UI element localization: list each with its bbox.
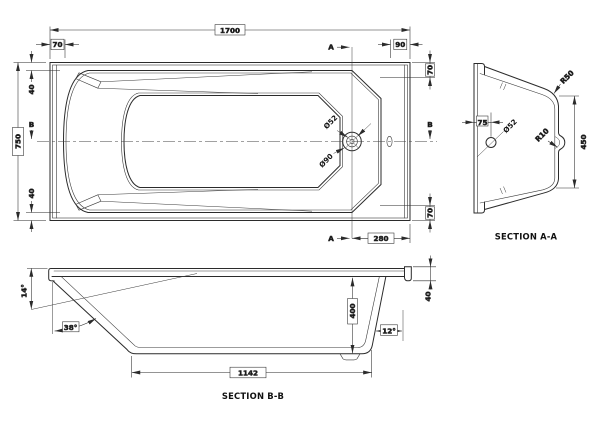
tub-floor-outer-line	[121, 92, 343, 191]
overflow-hole	[386, 136, 393, 148]
dim-foot-rim-bottom-label: 70	[426, 208, 435, 218]
dim-overall-width-label: 750	[14, 134, 23, 149]
dim-aa-overflow-offset: 75	[462, 112, 503, 137]
aa-overflow-hole	[485, 137, 497, 148]
dim-head-rim: 70	[36, 38, 79, 58]
bb-rim-cap-right	[404, 266, 412, 282]
plan-view: 1700 70 A 90 750	[12, 24, 437, 244]
dim-bb-backrest-angle-label: 38°	[64, 323, 78, 332]
section-marker-b-left: B	[28, 120, 35, 139]
dim-side-rim-top: 40	[26, 51, 60, 95]
dim-overall-length-label: 1700	[220, 26, 240, 35]
dim-head-rim-label: 70	[52, 40, 62, 49]
dim-side-rim-bottom: 40	[26, 188, 60, 232]
dim-waste-offset: 280	[352, 224, 411, 244]
dim-overflow-offset-label: 90	[395, 40, 405, 49]
dim-foot-rim-bottom: 70	[380, 193, 435, 233]
section-marker-a-bottom-label: A	[328, 234, 334, 243]
section-marker-a-bottom: A	[328, 234, 350, 243]
dim-bb-backrest-angle: 38°	[52, 282, 97, 334]
section-bb-view: 14° 38° 400 12° 40	[19, 255, 436, 401]
aa-overflow-bump-inner	[554, 136, 561, 149]
dim-foot-rim-top: 70	[380, 50, 435, 90]
label-waste-outer-dia: Ø90	[317, 152, 335, 170]
label-aa-overflow-dia: Ø52	[501, 117, 519, 135]
dim-overall-length: 1700	[49, 24, 411, 59]
section-marker-b-right: B	[427, 120, 433, 139]
backrest-slope-lines-bottom	[97, 189, 313, 212]
dim-aa-base-width-label: 450	[579, 134, 588, 149]
backrest-slope-lines-top	[97, 71, 313, 94]
dim-bb-depth: 400	[347, 277, 358, 354]
dim-bb-rim-edge-label: 40	[424, 291, 433, 301]
label-waste-inner-dia: Ø52	[322, 113, 340, 131]
tub-opening-outline	[62, 70, 382, 213]
section-marker-a-top-label: A	[328, 43, 334, 52]
dim-aa-base-width: 450	[556, 95, 588, 189]
aa-rim-tab-bottom	[473, 201, 485, 214]
aa-hole-leader	[477, 131, 504, 157]
dim-side-rim-bottom-label: 40	[27, 188, 36, 198]
section-aa-view: Ø52 75 R50 R10 450 SECTION A-A	[462, 63, 588, 242]
section-marker-b-left-label: B	[29, 120, 34, 129]
section-bb-title: SECTION B-B	[222, 391, 284, 401]
aa-profile-outer	[484, 66, 566, 210]
dim-overflow-offset: 90	[378, 38, 423, 58]
dim-bb-foot-angle-label: 12°	[382, 326, 396, 335]
bb-shell-outer	[52, 276, 387, 355]
waste-leaders	[333, 123, 372, 154]
dim-bb-rim-angle-label: 14°	[20, 284, 29, 298]
dim-side-rim-top-label: 40	[27, 84, 36, 94]
bb-waste-bump	[339, 353, 361, 361]
dim-bb-depth-label: 400	[348, 303, 357, 318]
dim-bb-rim-angle: 14°	[19, 268, 198, 310]
backrest-corner-band-bottom	[75, 194, 102, 211]
label-aa-wall-radius: R10	[533, 126, 558, 148]
svg-text:R50: R50	[558, 68, 575, 85]
label-aa-rim-radius: R50	[553, 68, 576, 94]
dim-waste-offset-label: 280	[373, 234, 388, 243]
dim-overall-width: 750	[12, 62, 46, 221]
dim-bb-foot-angle: 12°	[376, 310, 404, 341]
bb-shell-inner	[61, 276, 380, 348]
backrest-corner-band-top	[75, 72, 102, 89]
aa-step-marks	[499, 82, 507, 195]
dim-foot-rim-top-label: 70	[426, 65, 435, 75]
section-marker-a-top: A	[328, 42, 350, 52]
dim-aa-overflow-offset-label: 75	[477, 118, 487, 127]
dim-bb-base-length: 1142	[131, 350, 372, 379]
tub-opening-inner-line	[65, 72, 379, 211]
section-marker-b-right-label: B	[427, 120, 432, 129]
tub-floor-outline	[123, 95, 341, 188]
section-aa-title: SECTION A-A	[495, 232, 558, 242]
aa-rim-tab-top	[473, 63, 485, 75]
bb-rim-cap-left	[48, 268, 55, 282]
dim-bb-rim-edge: 40	[413, 255, 436, 302]
dim-bb-base-length-label: 1142	[238, 369, 258, 378]
